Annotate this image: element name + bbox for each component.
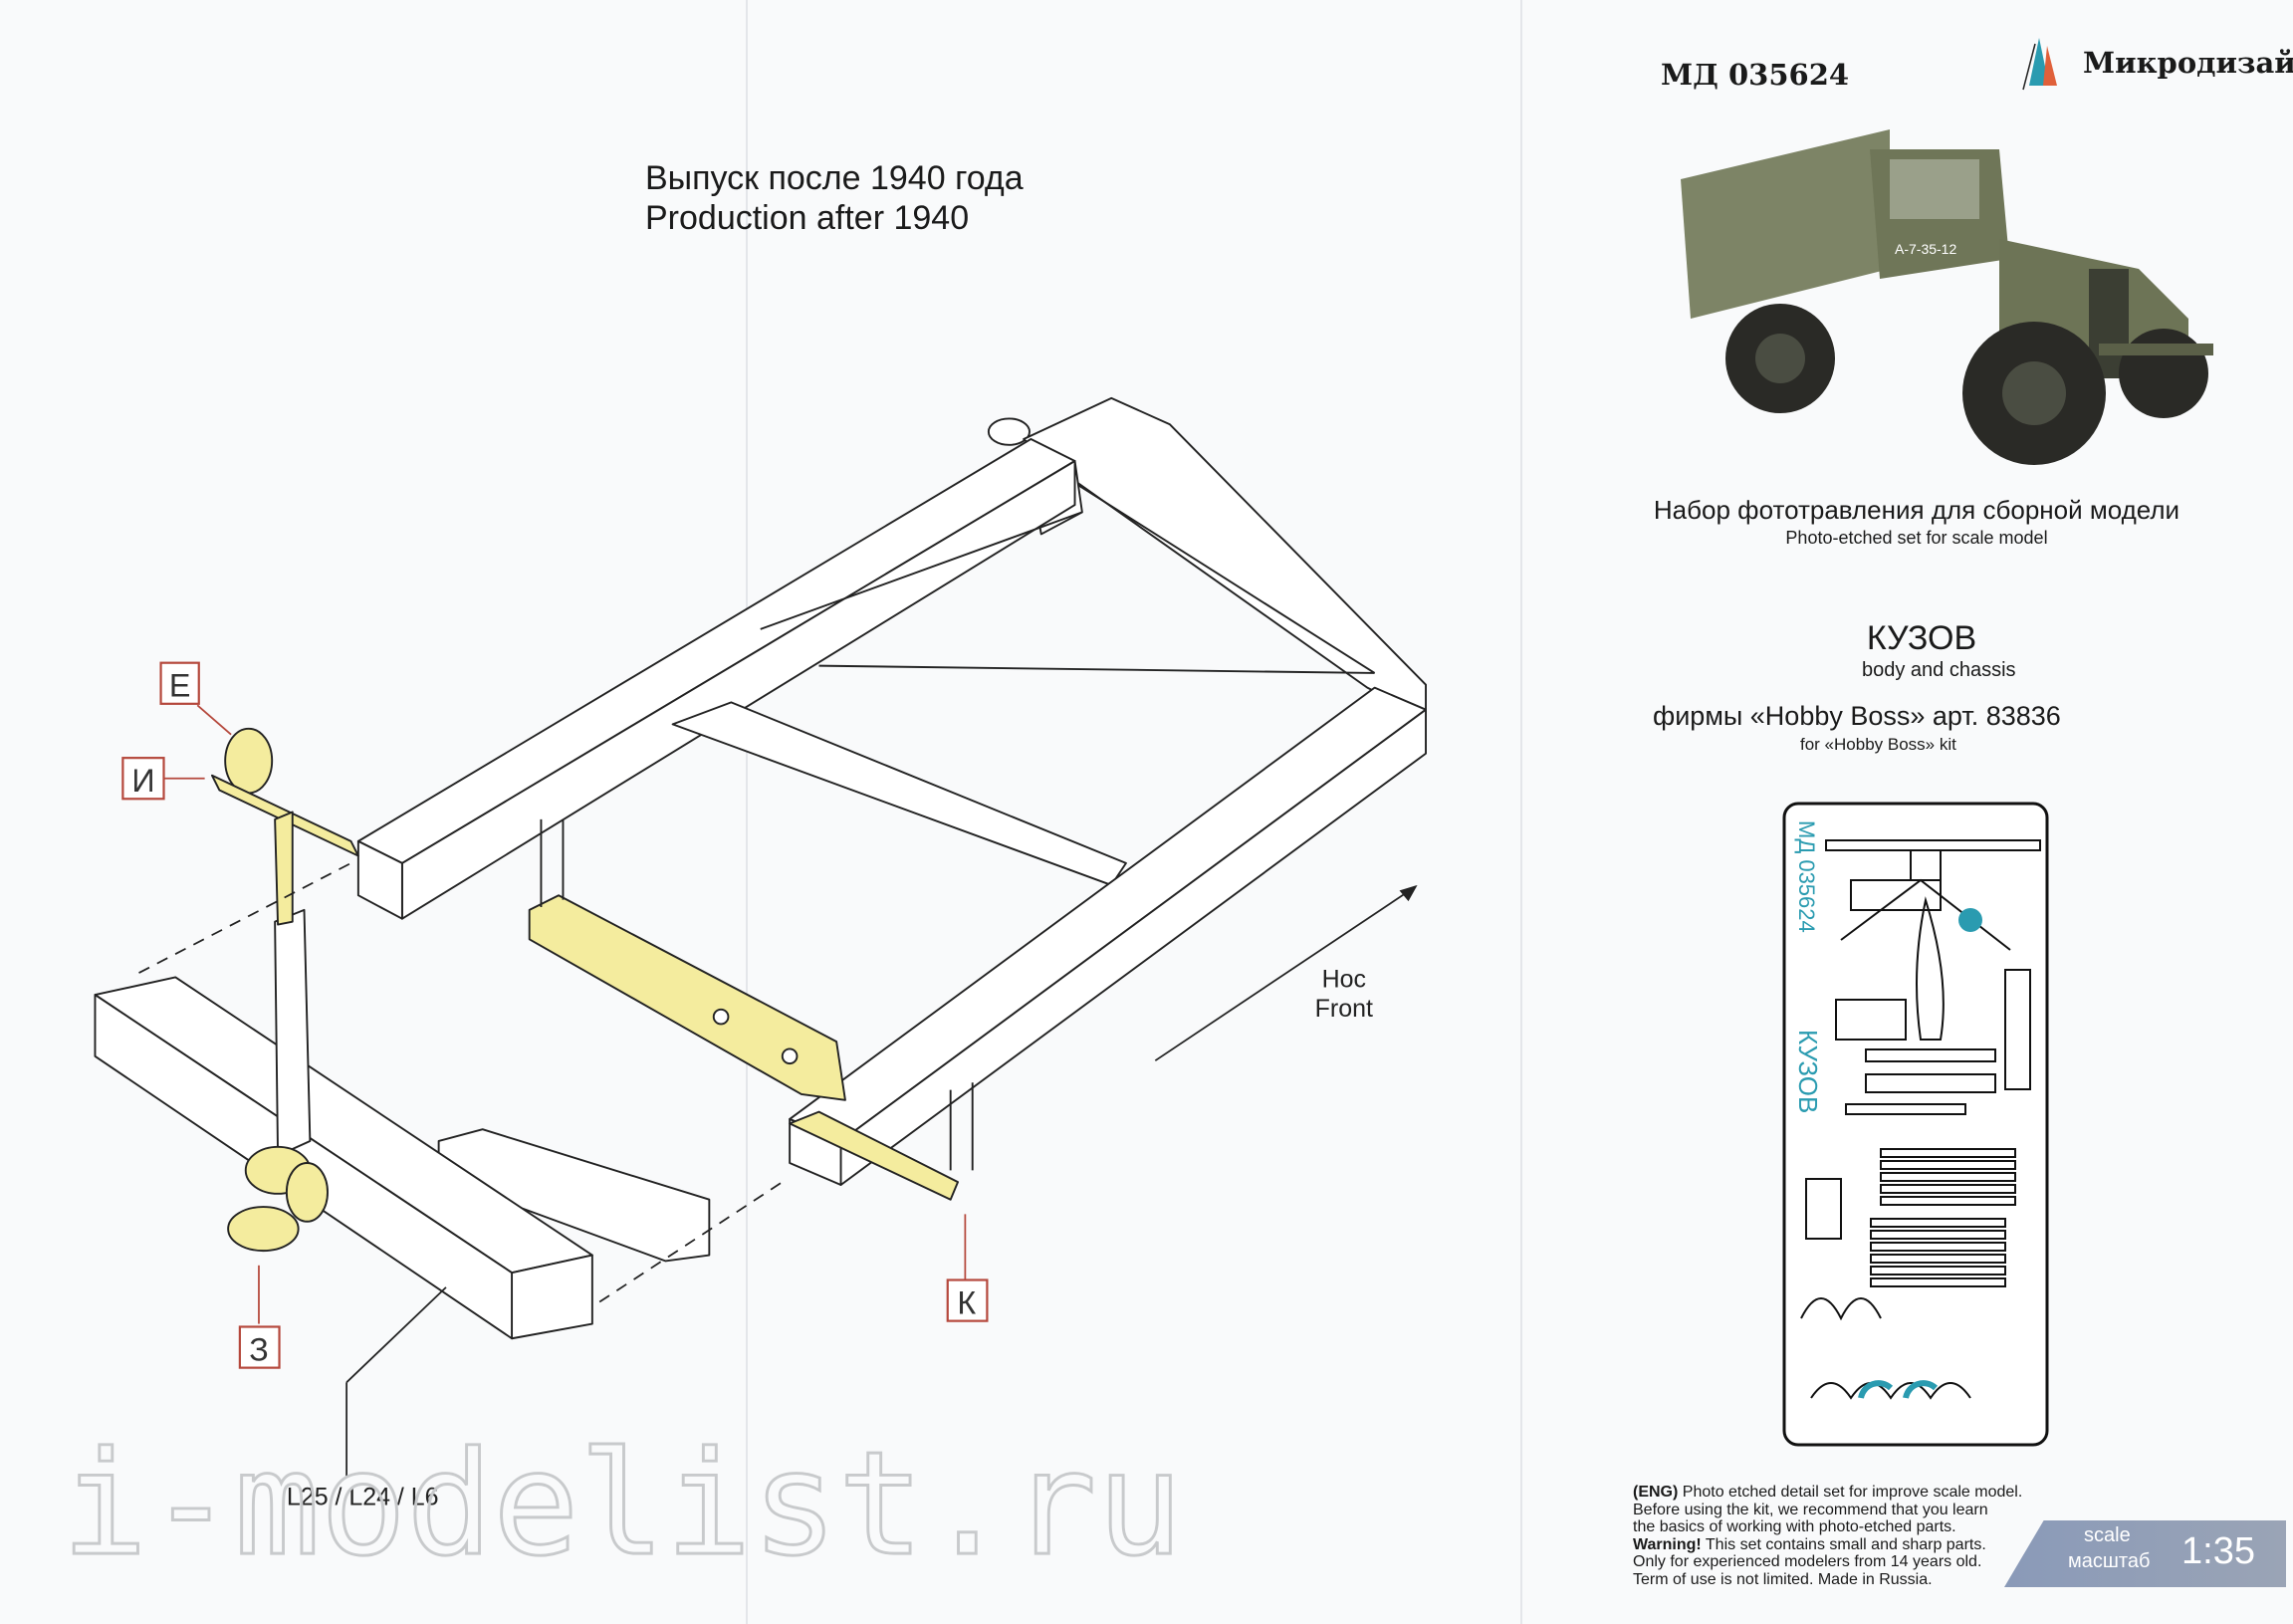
frame-crossmember [671, 511, 1375, 886]
brand-logo-icon [2022, 38, 2057, 91]
note-line: the basics of working with photo-etched … [1633, 1518, 1956, 1535]
lamp-bracket-part [211, 727, 359, 926]
note-line: Term of use is not limited. Made in Russ… [1633, 1570, 1933, 1588]
section-ru: КУЗОВ [1866, 619, 1977, 657]
truck-photo: А-7-35-12 [1681, 129, 2213, 465]
note-line: (ENG) Photo etched detail set for improv… [1633, 1484, 2023, 1501]
scale-badge: scale масштаб 1:35 [2004, 1520, 2286, 1587]
kit-en: for «Hobby Boss» kit [1800, 735, 1956, 754]
part-reference: L25 / L24 / L6 [287, 1484, 439, 1511]
scale-label-ru: масштаб [2068, 1550, 2151, 1572]
fret-sku: МД 035624 [1794, 820, 1819, 933]
kit-ru: фирмы «Hobby Boss» арт. 83836 [1653, 701, 2061, 731]
direction-ru: Нос [1322, 966, 1366, 994]
callout-z: З [249, 1331, 269, 1367]
callout-e: Е [169, 667, 191, 703]
brand-name: Микродизайн [2083, 46, 2293, 80]
frame-rail-right [789, 686, 1427, 1186]
scale-value: 1:35 [2181, 1530, 2255, 1572]
note-line: Warning! This set contains small and sha… [1633, 1535, 1986, 1553]
callout-i: И [131, 763, 154, 799]
fret-label: КУЗОВ [1793, 1030, 1823, 1113]
fret-strips [1870, 1148, 2016, 1287]
watermark: i-modelist.ru [62, 1420, 1183, 1587]
photo-etched-fret: МД 035624 КУЗОВ [1782, 802, 2049, 1447]
spring-part [528, 818, 974, 1201]
usage-notes: (ENG) Photo etched detail set for improv… [1633, 1484, 2022, 1588]
note-line: Before using the kit, we recommend that … [1633, 1501, 1988, 1518]
title-ru: Выпуск после 1940 года [645, 159, 1024, 197]
subtitle-ru: Набор фототравления для сборной модели [1653, 495, 2180, 525]
tow-hook-part [227, 1145, 329, 1253]
direction-en: Front [1315, 995, 1373, 1023]
note-line: Only for experienced modelers from 14 ye… [1633, 1553, 1982, 1570]
section-en: body and chassis [1862, 659, 2016, 681]
product-sku: МД 035624 [1661, 58, 1850, 92]
frame-rail-left [356, 438, 1076, 920]
callout-k: К [957, 1284, 976, 1320]
scale-label-en: scale [2084, 1524, 2131, 1546]
title-en: Production after 1940 [645, 199, 970, 237]
subtitle-en: Photo-etched set for scale model [1785, 528, 2048, 548]
front-direction-arrow [1154, 885, 1417, 1061]
truck-plate: А-7-35-12 [1895, 241, 1956, 257]
fold-line [746, 0, 748, 1624]
fold-line [1520, 0, 1522, 1624]
